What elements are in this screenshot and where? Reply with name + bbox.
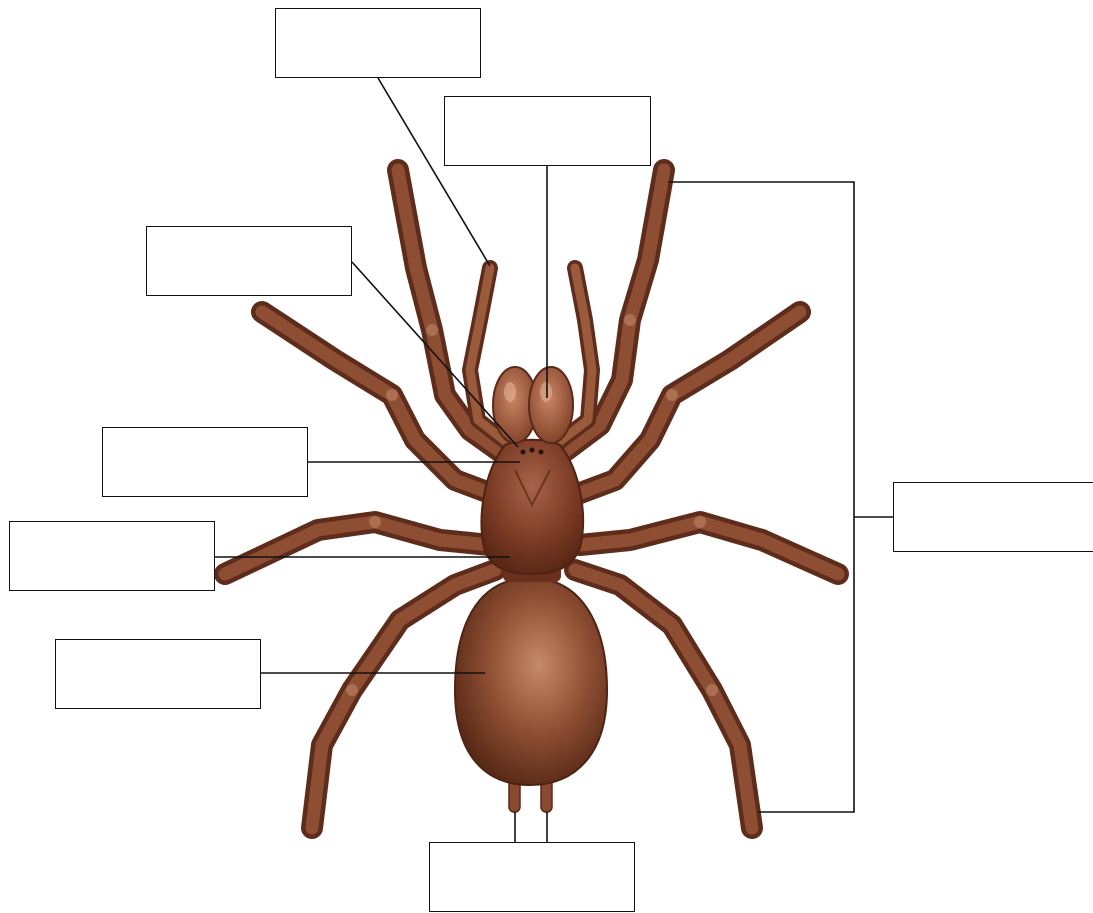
leader-right-bracket	[668, 182, 854, 812]
spider-cephalothorax	[482, 440, 584, 574]
label-box-upper-left[interactable]	[146, 226, 352, 296]
label-box-mid-left[interactable]	[102, 427, 308, 497]
label-box-right[interactable]	[893, 482, 1093, 552]
spider-abdomen	[455, 578, 607, 785]
label-box-bottom[interactable]	[429, 842, 635, 912]
leg-third-right	[580, 522, 838, 574]
label-box-top-center[interactable]	[444, 96, 651, 166]
leg-third-left	[225, 522, 490, 574]
label-box-left[interactable]	[9, 521, 215, 591]
label-box-lower-left[interactable]	[55, 639, 261, 709]
label-box-top-left[interactable]	[275, 8, 481, 78]
